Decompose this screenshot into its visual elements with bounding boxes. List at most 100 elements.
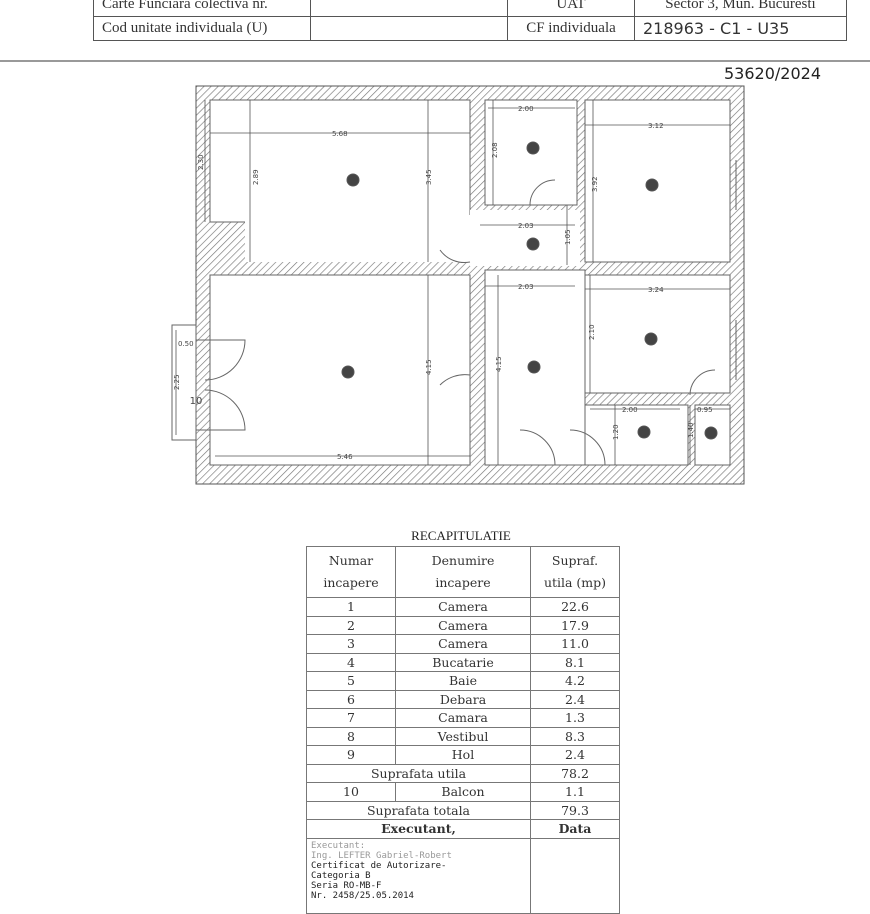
door-swing [196, 339, 246, 381]
cell: 8.1 [530, 652, 620, 672]
room-number: 5 [530, 144, 536, 155]
dimension-label: 2.30 [197, 154, 205, 170]
cell: Camera [395, 634, 531, 654]
room-3 [584, 99, 731, 263]
dimension-label: 3.24 [648, 286, 664, 294]
cell: Camera [395, 597, 531, 617]
header-label: Cod unitate individuala (U) [93, 16, 311, 41]
header-value [310, 16, 508, 41]
room-number: 9 [530, 240, 536, 251]
util-value: 78.2 [530, 763, 620, 783]
dimension-label: 2.10 [588, 324, 596, 340]
data-label: Data [530, 819, 620, 839]
dimension-label: 1.20 [612, 424, 620, 440]
cell: 4 [306, 652, 396, 672]
room-1 [209, 274, 471, 466]
cell: 3 [306, 634, 396, 654]
room-number: 10 [190, 396, 203, 407]
dimension-label: 3.12 [648, 122, 664, 130]
header-label: Carte Funciara colectiva nr. [93, 0, 311, 17]
separator [0, 60, 870, 62]
cell: 1 [306, 597, 396, 617]
dimension-label: 2.00 [518, 105, 534, 113]
door-swing [529, 179, 556, 206]
dimension-label: 0.50 [178, 340, 194, 348]
room-6 [584, 404, 689, 466]
cell: 1.3 [530, 708, 620, 728]
recap-title: RECAPITULATIE [411, 528, 511, 543]
cell: 5 [306, 671, 396, 691]
dimension-label: 0.95 [697, 406, 713, 414]
executant-label: Executant, [306, 819, 531, 839]
cell: 2 [306, 615, 396, 635]
cell: 8.3 [530, 726, 620, 746]
executant-stamp: Executant:Ing. LEFTER Gabriel-Robert Cer… [306, 837, 531, 914]
dimension-label: 2.03 [518, 222, 534, 230]
room-number: 2 [350, 176, 356, 187]
dimension-label: 1.05 [564, 229, 572, 245]
room-number: 6 [641, 428, 647, 439]
dimension-label: 2.00 [622, 406, 638, 414]
cf-number: 218963 - C1 - U35 [634, 16, 847, 41]
cell: 22.6 [530, 597, 620, 617]
dimension-label: 2.03 [518, 283, 534, 291]
room-number: 1 [345, 368, 351, 379]
room-number: 7 [708, 429, 714, 440]
util-label: Suprafata utila [306, 763, 531, 783]
room-2 [209, 99, 471, 223]
room-7 [694, 404, 731, 466]
room-number: 8 [531, 363, 537, 374]
cell: 4.2 [530, 671, 620, 691]
cell: 8 [306, 726, 396, 746]
dimension-label: 3.45 [425, 169, 433, 185]
room-2-lower [245, 215, 470, 262]
door-swing [439, 374, 471, 386]
cell: 9 [306, 745, 396, 765]
cell: 2.4 [530, 689, 620, 709]
cell: Baie [395, 671, 531, 691]
dimension-label: 4.15 [495, 356, 503, 372]
cell: 7 [306, 708, 396, 728]
dimension-label: 2.89 [252, 169, 260, 185]
room-4 [584, 274, 731, 394]
total-value: 79.3 [530, 800, 620, 820]
date-cell [530, 837, 620, 914]
cell: Debara [395, 689, 531, 709]
cell: 2.4 [530, 745, 620, 765]
cell: 11.0 [530, 634, 620, 654]
dimension-label: 1.40 [687, 422, 695, 438]
cell: 17.9 [530, 615, 620, 635]
dimension-label: 3.92 [591, 176, 599, 192]
dimension-label: 5.46 [337, 453, 353, 461]
cell: Vestibul [395, 726, 531, 746]
cell: Camera [395, 615, 531, 635]
header-label: CF individuala [507, 16, 635, 41]
cell: Camara [395, 708, 531, 728]
cell: Balcon [395, 782, 531, 802]
cell: 6 [306, 689, 396, 709]
room-9 [470, 210, 580, 266]
dimension-label: 2.25 [173, 374, 181, 390]
door-swing [569, 429, 606, 466]
cell: 10 [306, 782, 396, 802]
column-header: Supraf.utila (mp) [530, 546, 620, 598]
room-number: 3 [649, 181, 655, 192]
door-swing [689, 369, 716, 396]
dimension-label: 5.68 [332, 130, 348, 138]
